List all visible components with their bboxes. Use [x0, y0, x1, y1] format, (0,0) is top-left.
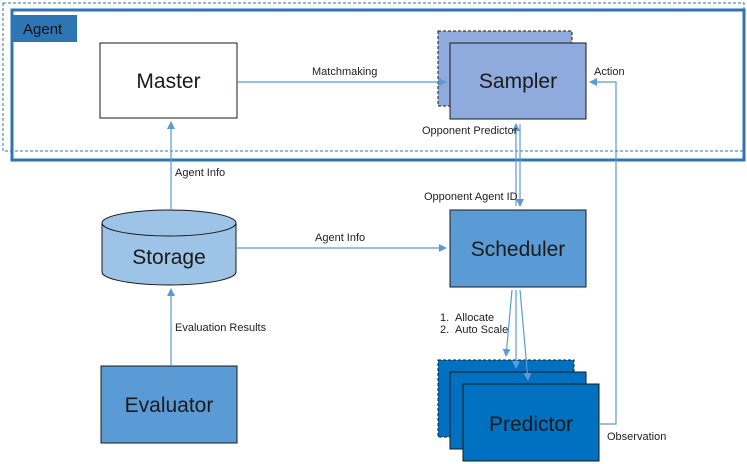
- predictor-node: Predictor: [437, 359, 600, 462]
- edges: [167, 78, 617, 425]
- allocate-arrow-3: [519, 289, 532, 381]
- predictor-label: Predictor: [489, 413, 573, 436]
- evaluator-node: Evaluator: [100, 365, 238, 444]
- auto-scale-number: 2.: [440, 324, 449, 336]
- master-node: Master: [99, 42, 238, 119]
- scheduler-label: Scheduler: [471, 238, 566, 261]
- agent-info-master-label: Agent Info: [175, 167, 225, 179]
- agent-container: Agent: [2, 2, 746, 162]
- allocate-label: Allocate: [455, 312, 494, 324]
- opponent-predictor-label: Opponent Predictor: [422, 125, 518, 137]
- observation-label: Observation: [607, 431, 666, 443]
- action-loop-arrow: [589, 78, 617, 425]
- allocate-arrow-1: [502, 289, 513, 357]
- action-label: Action: [594, 66, 625, 78]
- storage-label: Storage: [132, 246, 206, 269]
- agent-label: Agent: [23, 21, 63, 38]
- opponent-agent-id-label: Opponent Agent ID: [424, 191, 518, 203]
- scheduler-node: Scheduler: [449, 209, 587, 288]
- agent-tag: [13, 15, 77, 42]
- sampler-label: Sampler: [479, 70, 557, 93]
- auto-scale-label: Auto Scale: [455, 324, 508, 336]
- sampler-node: Sampler: [437, 30, 587, 120]
- evaluation-results-label: Evaluation Results: [175, 322, 267, 334]
- master-label: Master: [136, 70, 200, 93]
- storage-node: Storage: [101, 209, 237, 286]
- evaluator-label: Evaluator: [125, 394, 214, 417]
- agent-info-storage-label: Agent Info: [315, 232, 365, 244]
- matchmaking-label: Matchmaking: [312, 66, 377, 78]
- allocate-number: 1.: [440, 312, 449, 324]
